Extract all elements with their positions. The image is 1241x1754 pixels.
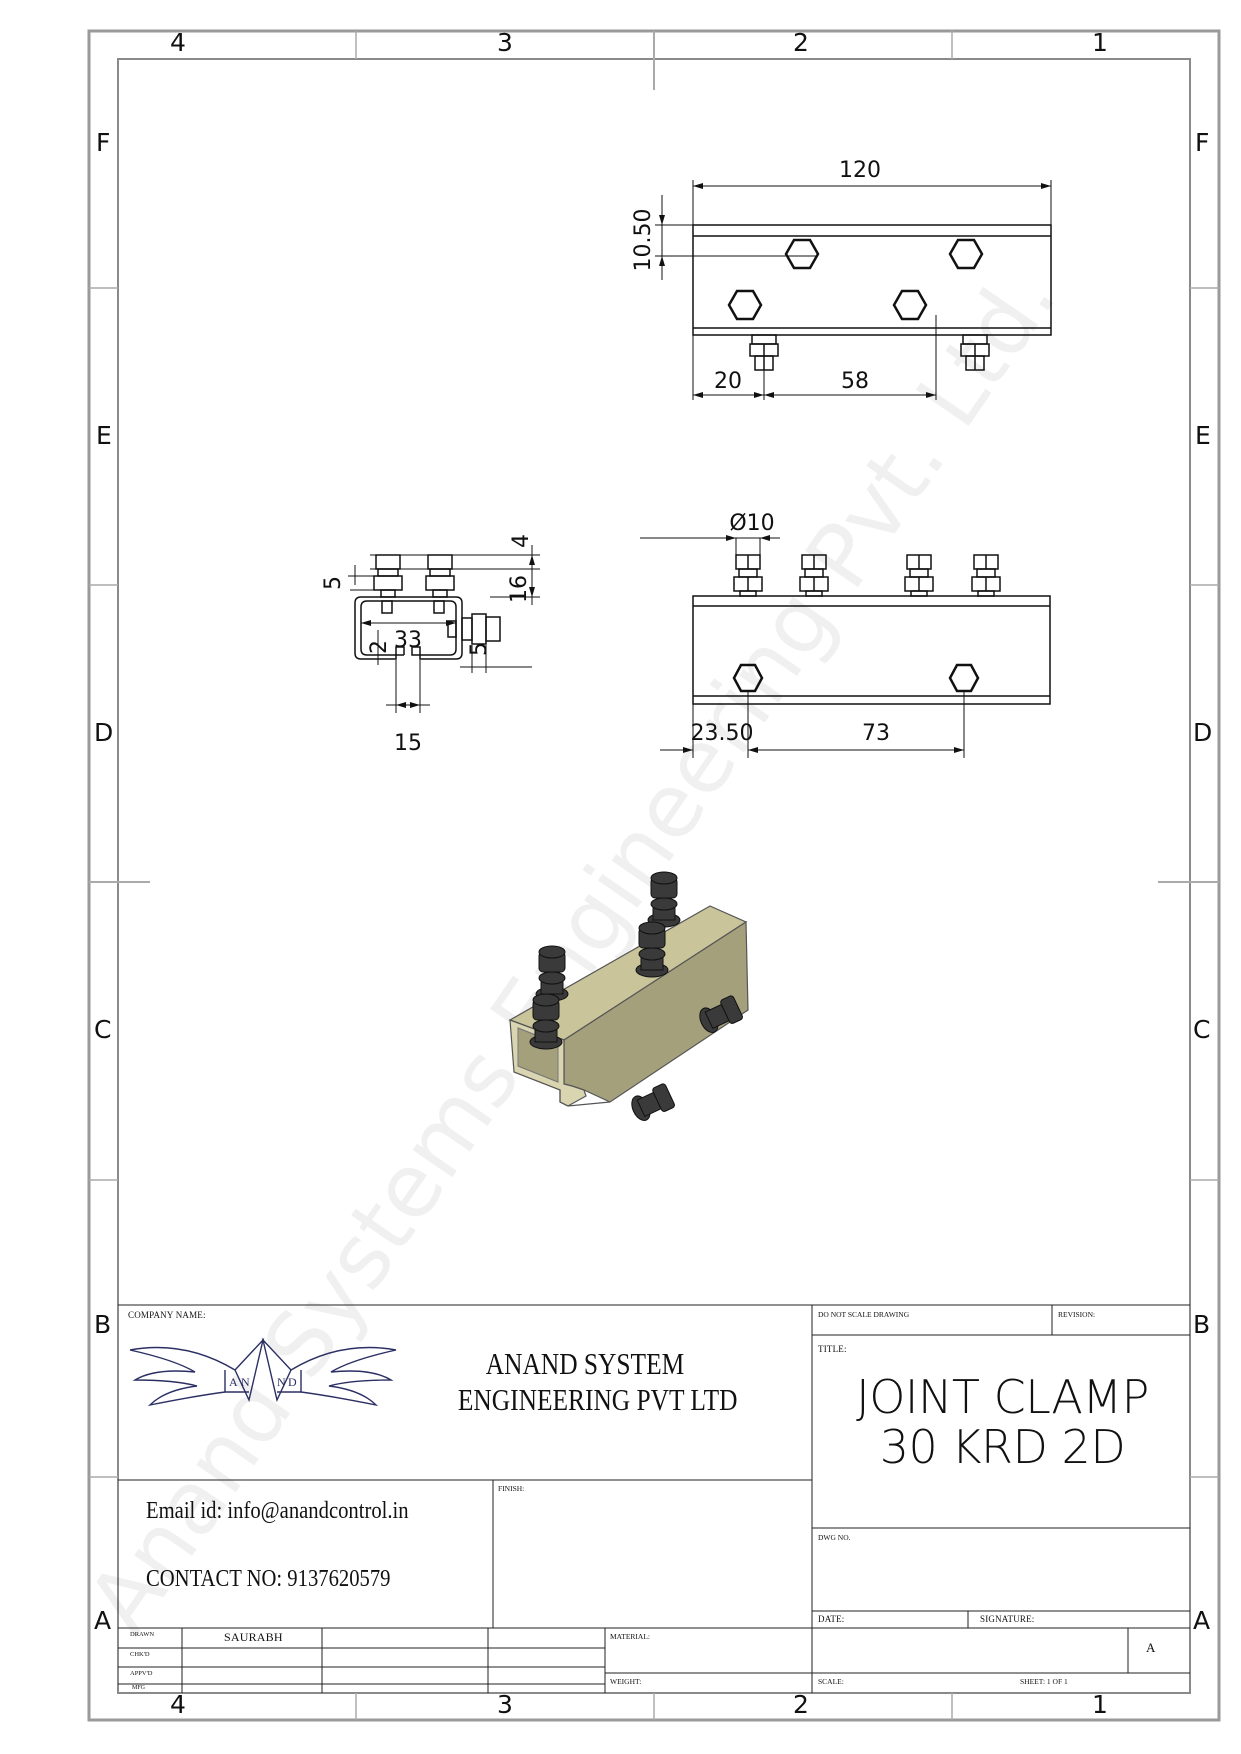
bolt-top-mid [635, 921, 669, 978]
do-not-scale-note: DO NOT SCALE DRAWING [818, 1310, 910, 1319]
dim-edge-offset: 10.50 [631, 209, 656, 272]
zone-col-top-3: 3 [497, 28, 513, 57]
drawing-title: JOINT CLAMP 30 KRD 2D [815, 1372, 1190, 1472]
dim-bolt-height: 5 [321, 576, 346, 590]
logo-letter-n2: N [277, 1375, 286, 1389]
signature-label: SIGNATURE: [980, 1614, 1035, 1624]
hex-hole [784, 238, 820, 270]
bolt-top-front-a [535, 945, 569, 1002]
dim-side-bolt: 5 [467, 642, 492, 656]
title-label: TITLE: [818, 1344, 847, 1354]
zone-row-left-A: A [94, 1606, 112, 1635]
zone-col-bottom-3: 3 [497, 1690, 513, 1719]
front-view: Ø10 23.50 73 [640, 511, 1051, 758]
zone-col-top-1: 1 [1092, 28, 1108, 57]
bolt-side-rear [699, 995, 743, 1033]
dim-lip: 2 [367, 640, 392, 654]
zone-col-top-2: 2 [793, 28, 809, 57]
company-name-line1: ANAND SYSTEM [485, 1346, 685, 1381]
zone-col-top-4: 4 [170, 28, 186, 57]
zone-row-left-E: E [96, 421, 112, 450]
company-name-line2: ENGINEERING PVT LTD [457, 1382, 738, 1417]
zone-row-right-B: B [1193, 1310, 1211, 1339]
dim-nut-height: 4 [509, 534, 534, 548]
top-view: 120 10.50 20 58 [631, 158, 1052, 400]
zone-col-bottom-2: 2 [793, 1690, 809, 1719]
zone-row-right-A: A [1193, 1606, 1211, 1635]
logo-letter-a1: A [229, 1375, 238, 1389]
logo-letter-n1: N [241, 1375, 250, 1389]
sheet-number: SHEET: 1 OF 1 [1020, 1677, 1068, 1686]
zone-row-left-C: C [94, 1015, 112, 1044]
logo-letter-d: D [288, 1375, 297, 1389]
zone-row-right-D: D [1193, 718, 1213, 747]
zone-row-left-B: B [94, 1310, 112, 1339]
drawn-label: DRAWN [130, 1631, 155, 1638]
zone-col-bottom-4: 4 [170, 1690, 186, 1719]
dim-bolt-spacing: 58 [841, 369, 869, 394]
sheet-size: A [1146, 1640, 1156, 1655]
dim-bolt-offset: 20 [714, 369, 742, 394]
company-logo: A N N D [129, 1337, 397, 1407]
bolt-side-front [631, 1083, 675, 1121]
dim-inner-width: 33 [394, 628, 422, 653]
email-text: Email id: info@anandcontrol.in [146, 1498, 409, 1524]
dim-bolt-diameter: Ø10 [729, 511, 774, 536]
drawing-title-line1: JOINT CLAMP [856, 1370, 1149, 1424]
date-label: DATE: [818, 1614, 845, 1624]
bolt-top-front-b [529, 993, 563, 1050]
zone-row-right-E: E [1195, 421, 1211, 450]
side-view: 5 4 16 33 2 5 15 [321, 534, 540, 756]
checked-label: CHK'D [130, 1651, 150, 1658]
company-name: ANAND SYSTEM ENGINEERING PVT LTD [457, 1346, 738, 1418]
drawing-title-line2: 30 KRD 2D [879, 1420, 1126, 1474]
drawn-by: SAURABH [224, 1630, 283, 1644]
zone-row-left-F: F [96, 128, 111, 157]
bolt-top-rear [647, 871, 681, 928]
revision-label: REVISION: [1058, 1310, 1096, 1319]
approved-label: APPV'D [130, 1670, 153, 1677]
dim-length: 120 [839, 158, 881, 183]
weight-label: WEIGHT: [610, 1677, 642, 1686]
dim-opening: 15 [394, 731, 422, 756]
zone-col-bottom-1: 1 [1092, 1690, 1108, 1719]
zone-row-left-D: D [94, 718, 114, 747]
mfg-label: MFG [132, 1685, 146, 1691]
dwg-no-label: DWG NO. [818, 1533, 851, 1542]
company-name-label: COMPANY NAME: [128, 1310, 206, 1320]
dim-end-offset: 23.50 [691, 721, 754, 746]
dim-hole-spacing: 73 [862, 721, 890, 746]
dim-top-height: 16 [507, 575, 532, 603]
scale-label: SCALE: [818, 1677, 844, 1686]
contact-number: CONTACT NO: 9137620579 [146, 1566, 391, 1592]
isometric-view [508, 871, 749, 1121]
material-label: MATERIAL: [610, 1632, 650, 1641]
zone-row-right-C: C [1193, 1015, 1211, 1044]
zone-row-right-F: F [1195, 128, 1210, 157]
finish-label: FINISH: [498, 1484, 525, 1493]
